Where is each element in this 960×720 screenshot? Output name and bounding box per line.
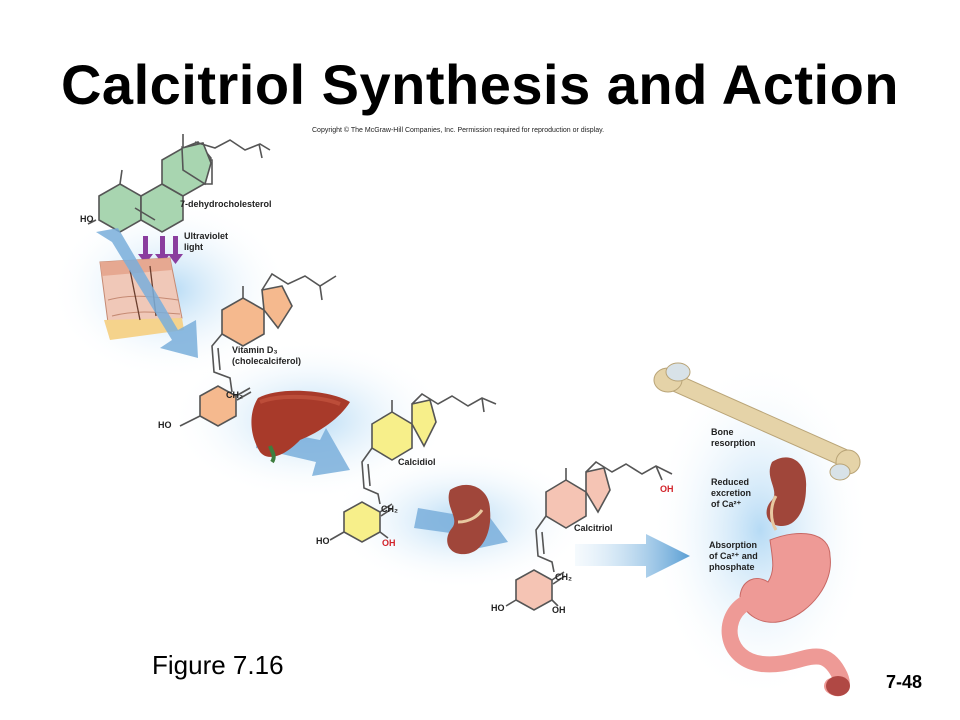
- vitamin-d3-label: Vitamin D₃ (cholecalciferol): [232, 345, 301, 367]
- absorption-line1: Absorption: [709, 540, 757, 550]
- oh-label-3: OH: [552, 605, 566, 615]
- reduced-excretion-line2: excretion: [711, 488, 752, 498]
- bone-resorption-line1: Bone: [711, 427, 734, 437]
- intestine-illustration: [721, 533, 850, 697]
- vitamin-d3-line2: (cholecalciferol): [232, 356, 302, 366]
- reduced-excretion-label: Reduced excretion of Ca²⁺: [711, 477, 751, 510]
- oh-label-1: OH: [382, 538, 396, 548]
- bone-resorption-label: Bone resorption: [711, 427, 756, 449]
- vitamin-d3-line1: Vitamin D₃: [232, 345, 278, 355]
- oh-label-2: OH: [660, 484, 674, 494]
- calcidiol-structure: [329, 392, 497, 543]
- copyright-notice: Copyright © The McGraw-Hill Companies, I…: [312, 127, 605, 134]
- dehydrocholesterol-label: 7-dehydrocholesterol: [180, 199, 272, 209]
- ch2-label-3: CH₂: [555, 572, 572, 582]
- bone-illustration: [653, 362, 861, 481]
- ultraviolet-label: Ultraviolet light: [184, 231, 228, 253]
- ultraviolet-line1: Ultraviolet: [184, 231, 229, 241]
- slide-number: 7-48: [886, 672, 923, 692]
- ho-label-3: HO: [316, 536, 330, 546]
- absorption-line3: phosphate: [709, 562, 755, 572]
- liver-illustration: [251, 390, 350, 464]
- ultraviolet-line2: light: [184, 242, 203, 252]
- bone-resorption-line2: resorption: [711, 438, 756, 448]
- figure-caption: Figure 7.16: [152, 650, 284, 680]
- ch2-label-1: CH₂: [226, 390, 243, 400]
- ch2-label-2: CH₂: [381, 504, 398, 514]
- kidney-illustration: [447, 484, 491, 555]
- absorption-line2: of Ca²⁺ and: [709, 551, 758, 561]
- absorption-label: Absorption of Ca²⁺ and phosphate: [709, 540, 758, 573]
- calcitriol-structure: [505, 460, 673, 611]
- ho-label-1: HO: [80, 214, 94, 224]
- ho-label-2: HO: [158, 420, 172, 430]
- dehydrocholesterol-structure: [87, 134, 271, 233]
- reduced-excretion-line1: Reduced: [711, 477, 750, 487]
- calcitriol-label: Calcitriol: [574, 523, 613, 533]
- kidney-illustration-2: [766, 457, 807, 531]
- reduced-excretion-line3: of Ca²⁺: [711, 499, 742, 509]
- calcidiol-label: Calcidiol: [398, 457, 436, 467]
- ho-label-4: HO: [491, 603, 505, 613]
- slide-title: Calcitriol Synthesis and Action: [60, 53, 900, 116]
- vitamin-d3-structure: [179, 272, 337, 427]
